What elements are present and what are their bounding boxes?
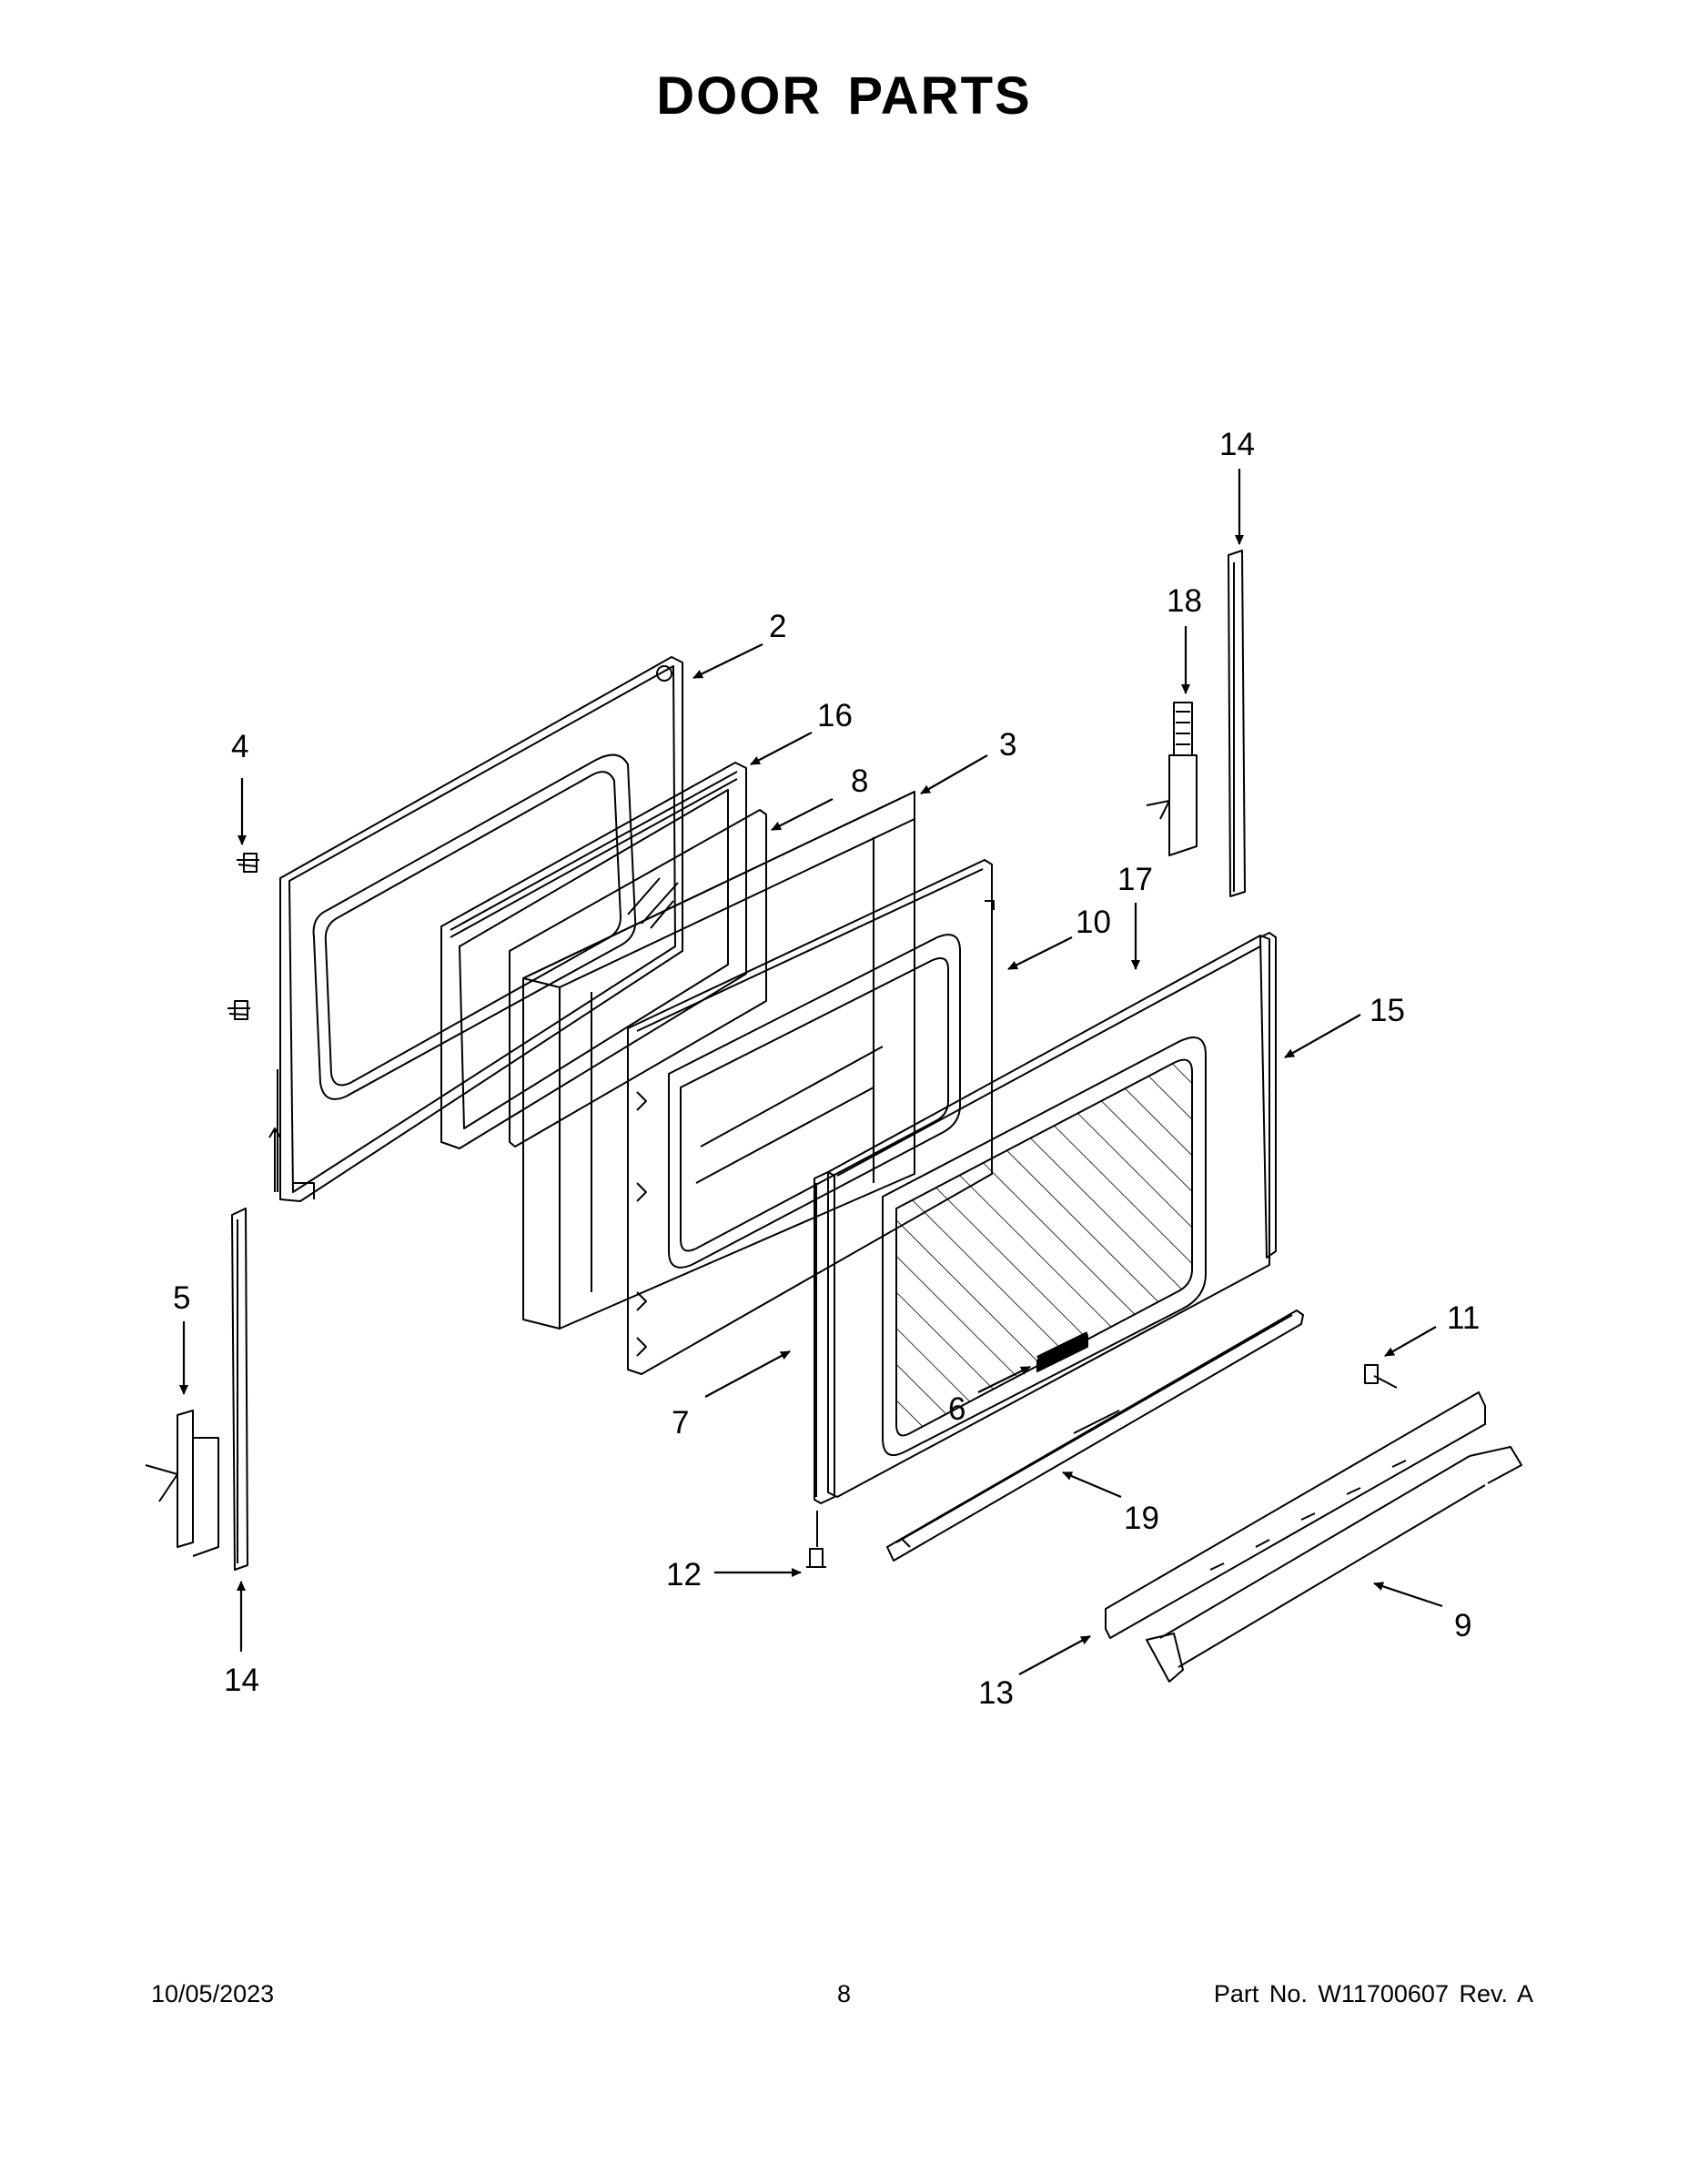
bottom-vent-trim-part	[886, 1309, 1304, 1562]
door-insulation-frame-part	[440, 762, 747, 1149]
right-side-trim-part	[1259, 932, 1277, 1259]
screws-part	[227, 853, 259, 1020]
inner-door-panel-part	[268, 656, 683, 1202]
callout-12: 12	[666, 1557, 702, 1592]
callout-17: 17	[1117, 862, 1153, 897]
callout-14-bottom: 14	[224, 1663, 259, 1698]
door-insulation-block-part	[522, 791, 915, 1330]
callout-15: 15	[1370, 993, 1405, 1028]
callout-5: 5	[173, 1280, 190, 1316]
callout-2: 2	[769, 609, 786, 644]
handle-tube-part	[1146, 1446, 1522, 1683]
screw-handle-part	[1364, 1364, 1398, 1389]
left-side-trim-part	[814, 1171, 835, 1504]
callout-labels: 14 18 2 16 3 4 8 17 10 15 5 11 7 6 19 12…	[173, 427, 1480, 1711]
left-hinge-rail-part	[231, 1208, 248, 1571]
callout-7: 7	[672, 1405, 689, 1441]
footer-part-number: Part No. W11700607 Rev. A	[1213, 1980, 1533, 2007]
callout-14-top: 14	[1219, 427, 1255, 462]
left-hinge-part	[145, 1410, 219, 1557]
page-title: DOOR PARTS	[656, 66, 1032, 126]
callout-8: 8	[851, 763, 868, 799]
inner-glass-part	[509, 809, 767, 1148]
callout-4: 4	[231, 729, 248, 764]
footer-page-number: 8	[836, 1980, 852, 2007]
footer-date: 10/05/2023	[151, 1980, 275, 2007]
outer-door-panel-part	[827, 935, 1270, 1498]
callout-10: 10	[1076, 905, 1111, 940]
callout-19: 19	[1124, 1501, 1159, 1536]
callout-3: 3	[999, 727, 1016, 763]
right-hinge-part	[1146, 702, 1198, 856]
screw-bottom-part	[806, 1511, 826, 1568]
callout-6: 6	[948, 1391, 965, 1427]
handle-base-bar-part	[1105, 1391, 1486, 1639]
callout-9: 9	[1454, 1608, 1471, 1643]
callout-18: 18	[1167, 583, 1202, 619]
right-hinge-rail-part	[1228, 550, 1246, 897]
callout-arrows	[179, 469, 1443, 1675]
callout-13: 13	[978, 1675, 1014, 1711]
badge-part	[1036, 1331, 1088, 1360]
callout-16: 16	[817, 698, 853, 733]
callout-11: 11	[1447, 1300, 1480, 1336]
